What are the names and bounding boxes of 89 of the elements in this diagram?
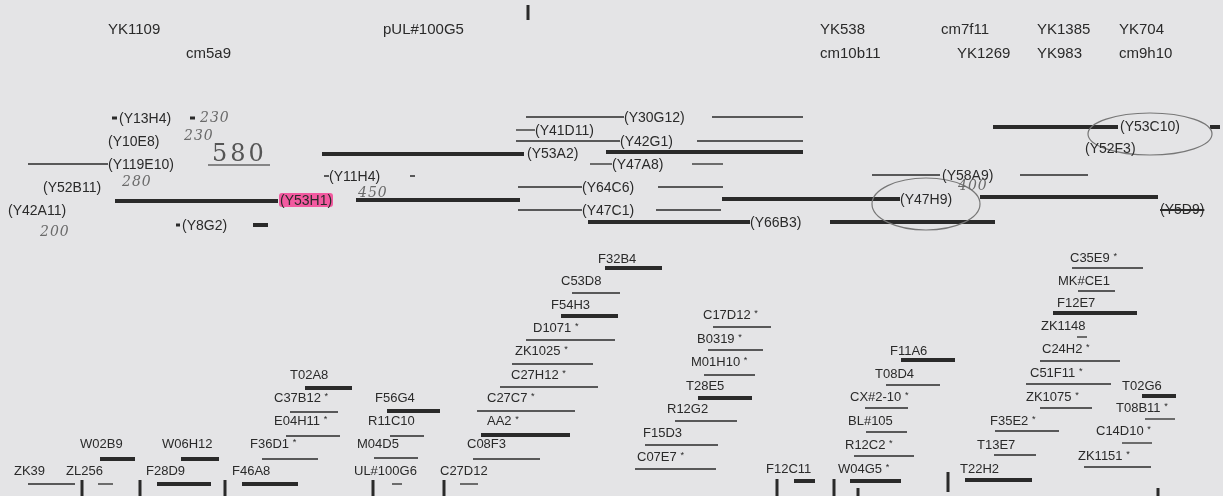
clone-label: (Y42A11) bbox=[8, 203, 67, 217]
clone-label: C08F3 bbox=[467, 436, 507, 450]
clone-label: cm10b11 bbox=[820, 44, 881, 60]
clone-label: W06H12 bbox=[162, 436, 213, 450]
clone-label: C24H2 $^{*}$ bbox=[1042, 341, 1090, 355]
clone-label: T08D4 bbox=[875, 366, 915, 380]
clone-label: R12C2 $^{*}$ bbox=[845, 437, 893, 451]
clone-label: C37B12 $^{*}$ bbox=[274, 390, 329, 404]
clone-label: C51F11 $^{*}$ bbox=[1030, 365, 1083, 379]
handwritten-number: 280 bbox=[122, 174, 152, 188]
clone-label: F36D1 $^{*}$ bbox=[250, 436, 297, 450]
clone-label: F28D9 bbox=[146, 463, 186, 477]
clone-label: BL#105 bbox=[848, 413, 893, 427]
clone-label: F12C11 bbox=[766, 461, 812, 475]
clone-label: ZK1148 bbox=[1041, 318, 1086, 332]
clone-label: T02A8 bbox=[290, 367, 329, 381]
handwritten-number: 580 bbox=[212, 141, 267, 165]
clone-label: C27C7 $^{*}$ bbox=[487, 390, 535, 404]
clone-label: cm9h10 bbox=[1119, 44, 1173, 60]
clone-label: UL#100G6 bbox=[354, 463, 417, 477]
clone-label: B0319 $^{*}$ bbox=[697, 331, 742, 345]
clone-label: (Y8G2) bbox=[182, 218, 228, 232]
clone-label: T02G6 bbox=[1122, 378, 1162, 392]
clone-label: F32B4 bbox=[598, 251, 637, 265]
clone-label: YK1385 bbox=[1037, 20, 1091, 36]
clone-label: (Y10E8) bbox=[108, 134, 160, 148]
clone-label: C27D12 bbox=[440, 463, 488, 477]
clone-label: (Y5D9) bbox=[1160, 202, 1205, 216]
clone-label: (Y64C6) bbox=[582, 180, 635, 194]
clone-label: F11A6 bbox=[890, 343, 928, 357]
clone-label: ZK1025 $^{*}$ bbox=[515, 343, 568, 357]
clone-label: M04D5 bbox=[357, 436, 399, 450]
clone-label: (Y52B11) bbox=[43, 180, 102, 194]
handwritten-number: 230 bbox=[184, 128, 214, 142]
clone-label: (Y47C1) bbox=[582, 203, 635, 217]
clone-label: (Y52F3) bbox=[1085, 141, 1136, 155]
clone-label: (Y53A2) bbox=[527, 146, 579, 160]
clone-label: D1071 $^{*}$ bbox=[533, 320, 579, 334]
clone-label: ZK1075 $^{*}$ bbox=[1026, 389, 1079, 403]
clone-label: C27H12 $^{*}$ bbox=[511, 367, 566, 381]
clone-label: C07E7 $^{*}$ bbox=[637, 449, 684, 463]
clone-label: F46A8 bbox=[232, 463, 271, 477]
clone-label: cm7f11 bbox=[941, 20, 990, 36]
clone-label: (Y42G1) bbox=[620, 134, 673, 148]
clone-label: pUL#100G5 bbox=[383, 20, 464, 36]
clone-label: (Y11H4) bbox=[329, 169, 381, 183]
clone-label: C35E9 $^{*}$ bbox=[1070, 250, 1117, 264]
clone-label: F12E7 bbox=[1057, 295, 1096, 309]
clone-label: (Y66B3) bbox=[750, 215, 802, 229]
clone-label: F35E2 $^{*}$ bbox=[990, 413, 1036, 427]
clone-label: cm5a9 bbox=[186, 44, 232, 60]
clone-label: (Y53C10) bbox=[1120, 119, 1180, 133]
clone-label: (Y41D11) bbox=[535, 123, 594, 137]
clone-label: F54H3 bbox=[551, 297, 591, 311]
clone-label: YK704 bbox=[1119, 20, 1165, 36]
clone-label: MK#CE1 bbox=[1058, 273, 1111, 287]
clone-label: (Y119E10) bbox=[108, 157, 174, 171]
clone-label: ZK1151 $^{*}$ bbox=[1078, 448, 1130, 462]
clone-label: T22H2 bbox=[960, 461, 1000, 475]
clone-label: (Y47H9) bbox=[900, 192, 953, 206]
clone-label: C53D8 bbox=[561, 273, 602, 287]
clone-label: W02B9 bbox=[80, 436, 123, 450]
clone-label: C14D10 $^{*}$ bbox=[1096, 423, 1151, 437]
clone-label: T28E5 bbox=[686, 378, 725, 392]
clone-label: (Y53H1) bbox=[279, 193, 334, 207]
handwritten-number: 450 bbox=[358, 185, 388, 199]
clone-label: YK1269 bbox=[957, 44, 1011, 60]
clone-label: (Y30G12) bbox=[624, 110, 685, 124]
clone-label: F56G4 bbox=[375, 390, 415, 404]
clone-label: T08B11 $^{*}$ bbox=[1116, 400, 1168, 414]
clone-label: R11C10 bbox=[368, 413, 415, 427]
clone-label: W04G5 $^{*}$ bbox=[838, 461, 890, 475]
clone-label: YK1109 bbox=[108, 20, 161, 36]
clone-label: AA2 $^{*}$ bbox=[487, 413, 519, 427]
handwritten-number: 200 bbox=[40, 224, 70, 238]
clone-label: YK538 bbox=[820, 20, 866, 36]
clone-label: C17D12 $^{*}$ bbox=[703, 307, 758, 321]
clone-label: ZK39 bbox=[14, 463, 46, 477]
clone-label: ZL256 bbox=[66, 463, 103, 477]
clone-label: M01H10 $^{*}$ bbox=[691, 354, 748, 368]
clone-label: (Y13H4) bbox=[119, 111, 172, 125]
clone-label: R12G2 bbox=[667, 401, 709, 415]
handwritten-number: 230 bbox=[200, 110, 230, 124]
clone-label: YK983 bbox=[1037, 44, 1083, 60]
clone-label: T13E7 bbox=[977, 437, 1016, 451]
clone-label: F15D3 bbox=[643, 425, 683, 439]
clone-label: CX#2-10 $^{*}$ bbox=[850, 389, 909, 403]
clone-label: E04H11 $^{*}$ bbox=[274, 413, 328, 427]
clone-label: (Y47A8) bbox=[612, 157, 664, 171]
